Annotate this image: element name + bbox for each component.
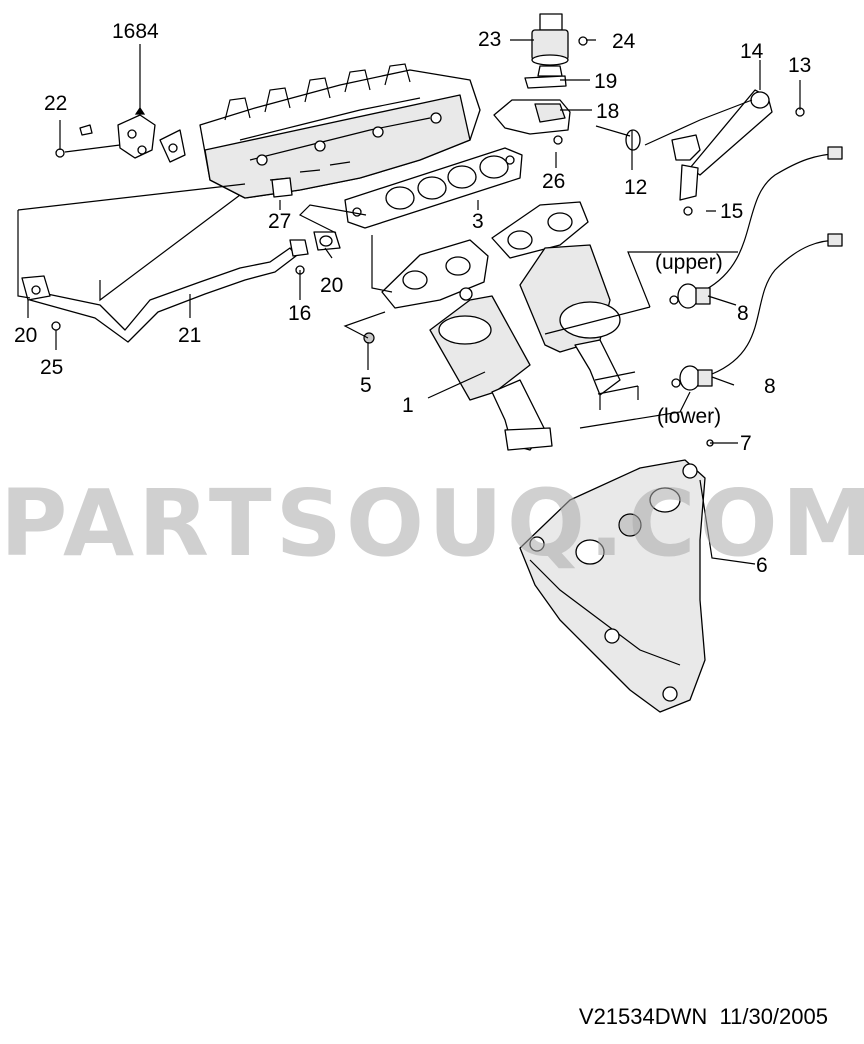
- manifold-gasket: [344, 147, 523, 229]
- catalytic-converter-lower: [381, 239, 553, 451]
- egr-tube: [21, 231, 341, 343]
- oxygen-sensor-upper: [669, 146, 843, 309]
- pipe-gasket: [625, 129, 641, 151]
- nut-5: [363, 332, 375, 344]
- callout-19: 19: [594, 70, 617, 93]
- callout-20-left: 20: [14, 324, 37, 347]
- callout-8-lower: 8: [764, 375, 776, 398]
- callout-22: 22: [44, 92, 67, 115]
- callout-21: 21: [178, 324, 201, 347]
- callout-26: 26: [542, 170, 565, 193]
- egr-bracket: [55, 114, 186, 163]
- callout-18: 18: [596, 100, 619, 123]
- callout-12: 12: [624, 176, 647, 199]
- callouts: 1684 22 23 24 19 18 14 13 26 12 15 27 3 …: [14, 20, 811, 577]
- studs-27: [271, 177, 293, 198]
- callout-8-upper: 8: [737, 302, 749, 325]
- egr-valve: [531, 13, 588, 77]
- callout-6: 6: [756, 554, 768, 577]
- callout-20-right: 20: [320, 274, 343, 297]
- cylinder-head: [199, 63, 481, 199]
- callout-16: 16: [288, 302, 311, 325]
- leader-lines: [17, 39, 801, 565]
- heat-shield: [519, 439, 714, 713]
- label-lower: (lower): [657, 405, 721, 428]
- egr-pipe: [671, 89, 805, 216]
- callout-3: 3: [472, 210, 484, 233]
- callout-25: 25: [40, 356, 63, 379]
- callout-14: 14: [740, 40, 764, 63]
- callout-1684: 1684: [112, 20, 159, 43]
- oxygen-sensor-lower: [671, 233, 843, 391]
- drawing-footer: V21534DWN 11/30/2005: [579, 1004, 828, 1030]
- callout-1: 1: [402, 394, 414, 417]
- callout-23: 23: [478, 28, 501, 51]
- label-upper: (upper): [655, 251, 723, 274]
- callout-7: 7: [740, 432, 752, 455]
- callout-27: 27: [268, 210, 291, 233]
- egr-gasket: [524, 75, 567, 89]
- drawing-id: V21534DWN: [578, 1004, 708, 1029]
- egr-adapter: [493, 99, 571, 145]
- catalytic-converter-upper: [491, 201, 639, 410]
- callout-5: 5: [360, 374, 372, 397]
- callout-24: 24: [612, 30, 636, 53]
- callout-13: 13: [788, 54, 811, 77]
- callout-15: 15: [720, 200, 743, 223]
- drawing-date: 11/30/2005: [719, 1004, 828, 1029]
